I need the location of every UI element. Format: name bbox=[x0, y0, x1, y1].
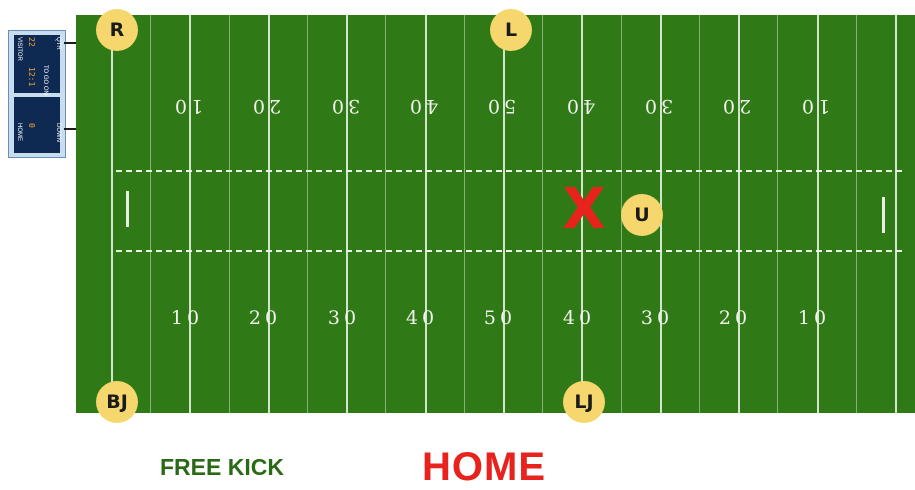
official-line-judge-badge: L bbox=[490, 9, 532, 51]
yard-line bbox=[346, 15, 348, 413]
five-yard-line bbox=[856, 15, 857, 413]
yard-number: 30 bbox=[627, 307, 687, 329]
official-back-judge-badge: BJ bbox=[96, 381, 138, 423]
official-linesman-badge: LJ bbox=[563, 381, 605, 423]
yard-number: 20 bbox=[235, 307, 295, 329]
top-yard-numbers: 10 20 30 40 50 40 30 20 10 bbox=[76, 95, 915, 125]
five-yard-line bbox=[464, 15, 465, 413]
yard-number: 10 bbox=[157, 307, 217, 329]
yard-line bbox=[817, 15, 819, 413]
hash-marks-bottom bbox=[116, 250, 905, 252]
yard-number: 10 bbox=[784, 307, 844, 329]
yard-line bbox=[189, 15, 191, 413]
five-yard-line bbox=[150, 15, 151, 413]
yard-line bbox=[111, 15, 113, 413]
yard-line bbox=[738, 15, 740, 413]
ball-spot-marker: X bbox=[561, 184, 607, 236]
yard-number: 40 bbox=[549, 95, 609, 117]
left-boundary-mark bbox=[126, 191, 129, 227]
yard-line bbox=[268, 15, 270, 413]
scoreboard-to-go-label: TO GO ON bbox=[42, 65, 48, 95]
yard-number: 30 bbox=[627, 95, 687, 117]
five-yard-line bbox=[385, 15, 386, 413]
yard-number: 20 bbox=[235, 95, 295, 117]
scoreboard-home-label: HOME bbox=[16, 123, 22, 141]
official-umpire-badge: U bbox=[621, 194, 663, 236]
yard-number: 50 bbox=[470, 95, 530, 117]
yard-line bbox=[503, 15, 505, 413]
yard-line bbox=[425, 15, 427, 413]
five-yard-line bbox=[699, 15, 700, 413]
yard-number: 40 bbox=[392, 95, 452, 117]
free-kick-caption: FREE KICK bbox=[160, 454, 284, 481]
yard-number: 20 bbox=[705, 95, 765, 117]
five-yard-line bbox=[307, 15, 308, 413]
scoreboard-qtr-label: QTR bbox=[55, 37, 61, 50]
yard-number: 30 bbox=[314, 95, 374, 117]
yard-number: 50 bbox=[470, 307, 530, 329]
scoreboard: VISITOR 22 TO GO ON 12:1 QTR HOME 0 DOWN bbox=[8, 30, 66, 158]
football-field: 10 20 30 40 50 40 30 20 10 10 20 30 40 5… bbox=[76, 15, 915, 413]
hash-marks-top bbox=[116, 170, 905, 172]
five-yard-line bbox=[777, 15, 778, 413]
home-team-caption: HOME bbox=[422, 445, 546, 490]
scoreboard-down-label: DOWN bbox=[55, 123, 61, 142]
scoreboard-visitor-label: VISITOR bbox=[16, 37, 22, 61]
scoreboard-visitor-score: 22 bbox=[27, 37, 36, 47]
five-yard-line bbox=[229, 15, 230, 413]
yard-number: 10 bbox=[784, 95, 844, 117]
yard-number: 40 bbox=[549, 307, 609, 329]
five-yard-line bbox=[542, 15, 543, 413]
scoreboard-home-score: 0 bbox=[27, 123, 36, 128]
bottom-yard-numbers: 10 20 30 40 50 40 30 20 10 bbox=[76, 307, 915, 337]
official-referee-badge: R bbox=[96, 9, 138, 51]
yard-number: 30 bbox=[314, 307, 374, 329]
yard-number: 10 bbox=[157, 95, 217, 117]
yard-number: 20 bbox=[705, 307, 765, 329]
yard-number: 40 bbox=[392, 307, 452, 329]
yard-line bbox=[895, 15, 897, 413]
scoreboard-clock: 12:1 bbox=[27, 67, 36, 86]
right-boundary-mark bbox=[882, 197, 885, 233]
